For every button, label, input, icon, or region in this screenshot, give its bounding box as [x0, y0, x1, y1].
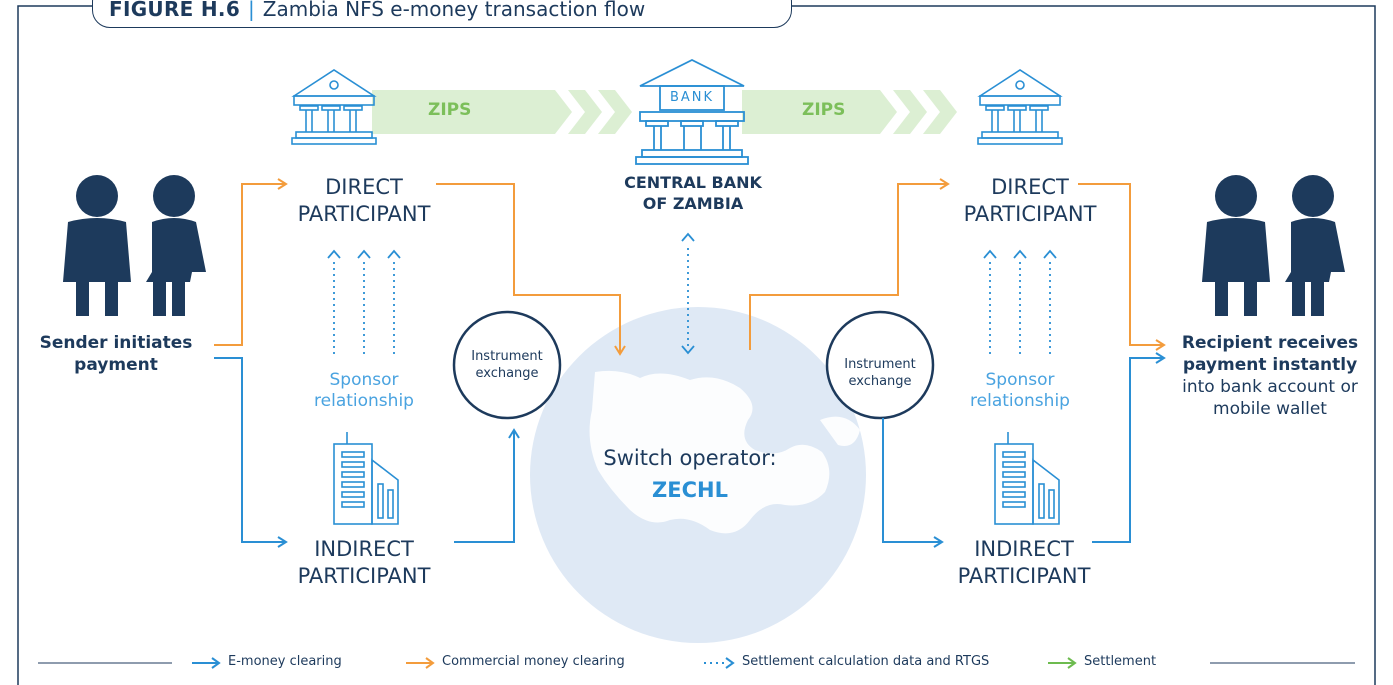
title-separator: |: [248, 0, 255, 21]
sender-label-line2: payment: [74, 355, 158, 375]
right-direct-line2: PARTICIPANT: [963, 202, 1097, 226]
legend-commercial-label: Commercial money clearing: [442, 654, 625, 669]
legend-arrow-commercial: [406, 657, 435, 669]
legend-settlement-data-label: Settlement calculation data and RTGS: [742, 654, 990, 669]
commercial-flow-lines: [214, 178, 1166, 356]
left-sponsor-line1: Sponsor: [329, 370, 399, 390]
right-direct-participant: DIRECT PARTICIPANT: [950, 174, 1110, 228]
bank-icon-right: [977, 69, 1063, 145]
right-exchange-line1: Instrument: [844, 357, 916, 372]
bank-icon-left: [291, 69, 377, 145]
left-indirect-line1: INDIRECT: [314, 537, 414, 561]
zips-arrow-left: [372, 90, 632, 134]
figure-title: Zambia NFS e-money transaction flow: [262, 0, 646, 21]
right-indirect-line1: INDIRECT: [974, 537, 1074, 561]
emoney-flow-lines: [214, 352, 1166, 548]
sender-label-line1: Sender initiates: [39, 333, 193, 353]
left-direct-participant: DIRECT PARTICIPANT: [284, 174, 444, 228]
office-building-icon-left: [333, 432, 399, 525]
figure-number: FIGURE H.6: [109, 0, 241, 21]
legend-arrow-settlement-data: [704, 657, 735, 669]
switch-operator-name: ZECHL: [652, 478, 728, 502]
right-instrument-exchange: Instrument exchange: [835, 356, 925, 390]
central-bank-label-line1: CENTRAL BANK: [624, 173, 762, 192]
switch-operator-label: Switch operator:: [603, 446, 777, 470]
legend-settlement-label: Settlement: [1084, 654, 1157, 669]
left-indirect-participant: INDIRECT PARTICIPANT: [284, 536, 444, 590]
office-building-icon-right: [994, 432, 1060, 525]
central-bank-label: CENTRAL BANK OF ZAMBIA: [588, 172, 798, 214]
right-sponsor-relationship: Sponsor relationship: [950, 370, 1090, 412]
frame-left-line: [17, 5, 92, 685]
recipient-people-icon: [1202, 175, 1345, 316]
frame-right-line: [792, 5, 1376, 685]
central-bank-icon: [635, 58, 749, 165]
legend-emoney-label: E-money clearing: [228, 654, 342, 669]
sender-label: Sender initiates payment: [26, 332, 206, 376]
recipient-label-line4: mobile wallet: [1213, 399, 1327, 419]
right-sponsor-line1: Sponsor: [985, 370, 1055, 390]
right-exchange-line2: exchange: [848, 374, 912, 389]
right-indirect-line2: PARTICIPANT: [957, 564, 1091, 588]
zips-label-left: ZIPS: [428, 100, 472, 120]
left-exchange-line1: Instrument: [471, 349, 543, 364]
left-indirect-line2: PARTICIPANT: [297, 564, 431, 588]
left-direct-line2: PARTICIPANT: [297, 202, 431, 226]
settlement-data-lines: [327, 232, 1057, 356]
exchange-circle-left: [452, 310, 562, 420]
zips-label-right: ZIPS: [802, 100, 846, 120]
left-sponsor-relationship: Sponsor relationship: [294, 370, 434, 412]
exchange-circle-right: [825, 310, 935, 420]
central-bank-sign: BANK: [669, 90, 715, 105]
right-direct-line1: DIRECT: [991, 175, 1069, 199]
central-bank-label-line2: OF ZAMBIA: [642, 194, 744, 213]
left-sponsor-line2: relationship: [314, 391, 414, 411]
right-sponsor-line2: relationship: [970, 391, 1070, 411]
recipient-label: Recipient receives payment instantly int…: [1168, 332, 1372, 420]
recipient-label-line2: payment instantly: [1182, 355, 1358, 375]
figure-title-tab: FIGURE H.6 | Zambia NFS e-money transact…: [92, 0, 792, 28]
left-direct-line1: DIRECT: [325, 175, 403, 199]
legend-arrow-emoney: [192, 657, 221, 669]
recipient-label-line3: into bank account or: [1182, 377, 1358, 397]
recipient-label-line1: Recipient receives: [1181, 333, 1359, 353]
globe-icon: [530, 307, 866, 643]
zips-arrow-right: [742, 90, 957, 134]
sender-people-icon: [63, 175, 206, 316]
legend-arrow-settlement: [1048, 657, 1077, 669]
right-indirect-participant: INDIRECT PARTICIPANT: [944, 536, 1104, 590]
left-instrument-exchange: Instrument exchange: [462, 348, 552, 382]
left-exchange-line2: exchange: [475, 366, 539, 381]
